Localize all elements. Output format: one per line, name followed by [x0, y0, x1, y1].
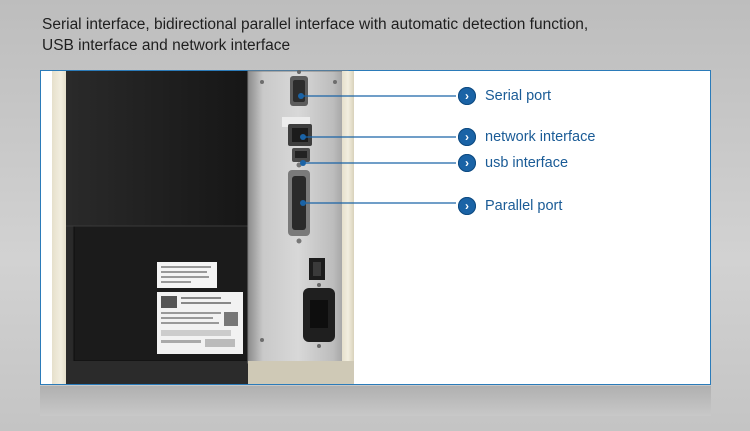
chevron-right-icon: › [458, 87, 476, 105]
bottom-shadow-strip [40, 386, 711, 416]
callout-usb-interface: › usb interface [458, 154, 568, 172]
chevron-right-icon: › [458, 197, 476, 215]
printer-left-frame [52, 71, 70, 384]
header-line-1: Serial interface, bidirectional parallel… [42, 16, 589, 33]
header-description: Serial interface, bidirectional parallel… [42, 14, 722, 56]
callout-leader-lines [298, 93, 456, 206]
parallel-port-connector [288, 162, 310, 244]
callout-network-interface: › network interface [458, 128, 595, 146]
printer-right-frame [342, 71, 354, 384]
power-socket [303, 283, 335, 348]
chevron-right-icon: › [458, 154, 476, 172]
serial-port-connector [290, 70, 308, 106]
callout-parallel-port: › Parallel port [458, 197, 562, 215]
callout-label: network interface [485, 129, 596, 145]
product-label-sticker [157, 262, 243, 354]
callout-serial-port: › Serial port [458, 87, 551, 105]
callout-label: Serial port [485, 88, 552, 104]
power-switch [309, 258, 325, 280]
header-line-2: USB interface and network interface [42, 37, 291, 54]
callout-label: usb interface [485, 155, 569, 171]
callout-label: Parallel port [485, 198, 563, 214]
chevron-right-icon: › [458, 128, 476, 146]
